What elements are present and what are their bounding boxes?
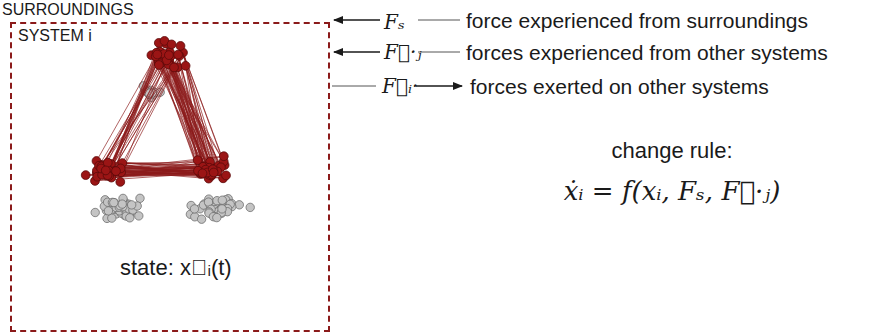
system-title: SYSTEM i [18,27,92,45]
change-rule-formula: ẋᵢ = f(xᵢ, Fₛ, F⃗·ⱼ) [564,177,781,207]
red-dot [81,171,90,180]
network-link [97,55,168,173]
network-link [109,53,183,176]
network-link [111,173,208,178]
network-link [109,56,156,171]
red-dot [176,42,185,51]
description: force experienced from surroundings [466,9,808,33]
leader-line [418,52,460,53]
network-link [97,41,165,161]
network-link [158,53,211,175]
grey-dot [91,208,99,216]
grey-dot [197,215,205,223]
rule-heading: change rule: [611,138,732,163]
network-link [108,52,170,170]
network-link [160,52,205,167]
network-illustration [81,37,254,224]
red-dot [222,171,231,180]
force-symbol: F⃗ᵢ· [382,75,418,98]
red-dot [170,63,179,72]
grey-dot [126,214,134,222]
description: forces experienced from other systems [466,41,828,65]
grey-dot [235,201,243,209]
force-symbol: Fₛ [384,11,405,34]
red-dot [112,167,121,176]
red-dot [209,168,218,177]
grey-dot [218,196,226,204]
force-symbol: F⃗·ⱼ [384,41,422,64]
surroundings-title: SURROUNDINGS [2,1,134,19]
grey-dot [136,194,144,202]
red-dot [101,166,110,175]
network-link [103,59,159,165]
grey-dot [118,200,126,208]
network-link [171,56,218,166]
grey-dot [110,198,118,206]
red-dot [181,61,190,70]
state-label: state: x⃗ᵢ(t) [120,255,232,280]
system-box: SYSTEM i state: x⃗ᵢ(t) [10,22,330,332]
force-arrow [334,19,380,21]
grey-dot [104,207,112,215]
force-arrow [334,51,380,53]
leader-line [332,86,376,87]
network-link [181,46,225,165]
red-dot [198,169,207,178]
red-dot [153,50,162,59]
red-dot [155,61,164,70]
network-link [165,41,212,175]
red-dot [165,51,174,60]
grey-dot [246,203,254,211]
red-dot [174,50,183,59]
network-link [165,41,211,162]
network-link [165,41,218,172]
network-link [108,56,172,176]
red-dot [219,152,228,161]
leader-line [418,20,460,21]
network-links [86,41,226,181]
network-link [167,60,226,175]
network-link [186,66,214,173]
grey-dot [128,201,136,209]
network-link [170,63,210,161]
description: forces exerted on other systems [470,75,769,99]
grey-dot [190,205,198,213]
force-arrow [416,85,462,87]
grey-dot [213,213,221,221]
grey-dot [135,212,143,220]
network-link [178,55,207,173]
red-dot [116,178,125,187]
grey-dot [218,205,226,213]
red-dot [167,40,176,49]
network-link [108,55,169,170]
